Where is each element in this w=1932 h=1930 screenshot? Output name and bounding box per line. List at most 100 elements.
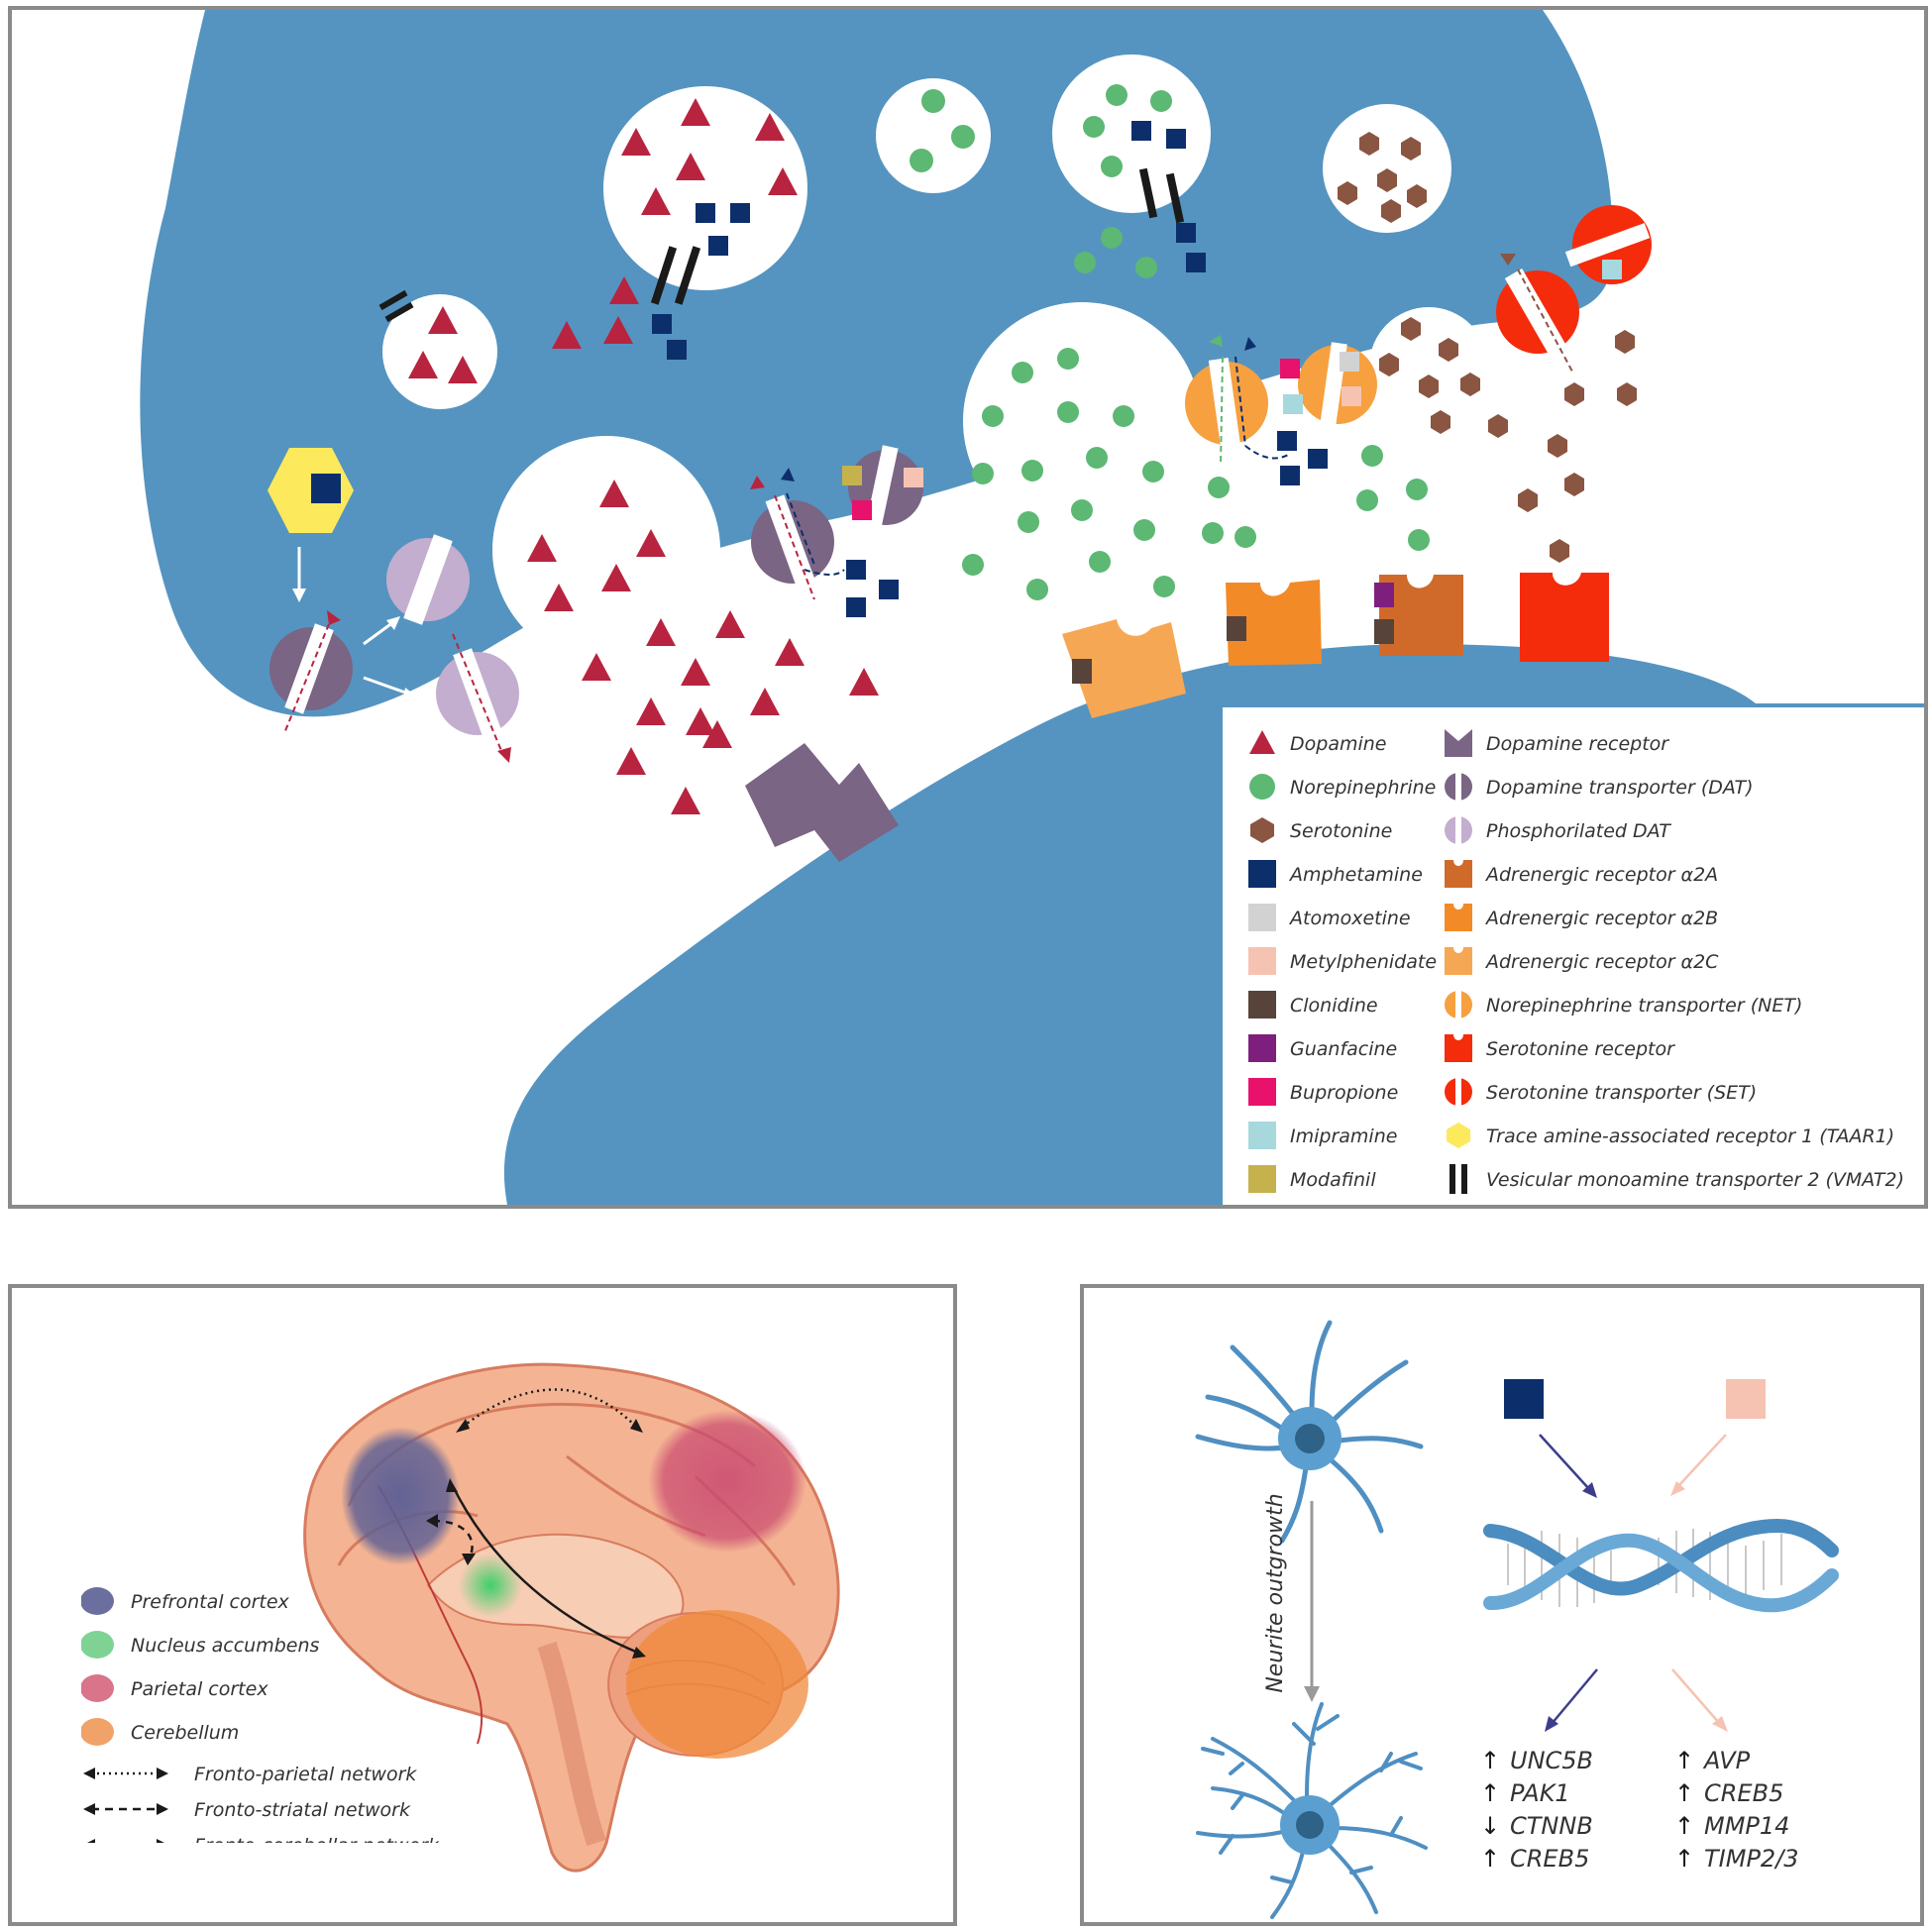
legend-label: Vesicular monoamine transporter 2 (VMAT2…	[1486, 1169, 1904, 1191]
gene-expression-panel: Neurite outgrowth	[1080, 1284, 1924, 1926]
legend-item-bupropione: Bupropione	[1248, 1078, 1398, 1106]
cerebellum-region	[626, 1610, 808, 1759]
square-icon	[1248, 1078, 1276, 1106]
legend-label: Adrenergic receptor α2B	[1484, 908, 1718, 929]
legend-label: Norepinephrine	[1290, 777, 1436, 799]
legend-label: Bupropione	[1290, 1082, 1398, 1104]
legend-item-modafinil: Modafinil	[1248, 1165, 1376, 1193]
legend-label: Dopamine transporter (DAT)	[1486, 777, 1754, 799]
square-icon	[1248, 1165, 1276, 1193]
legend-item-imipramine: Imipramine	[1248, 1122, 1397, 1149]
arrow-up-icon: ↑	[1480, 1747, 1500, 1774]
legend-item-adrenergic-receptor-2b: Adrenergic receptor α2B	[1445, 904, 1718, 931]
square-icon	[1248, 860, 1276, 888]
legend-label: Fronto-parietal network	[194, 1764, 417, 1785]
serotonine-receptor	[1520, 573, 1609, 662]
legend-label: Serotonine	[1290, 820, 1392, 842]
nucleus-accumbens-region	[459, 1554, 522, 1617]
legend-item-norepinephrine-transporter-net: Norepinephrine transporter (NET)	[1445, 990, 1802, 1019]
arrow-down-icon: ↓	[1480, 1812, 1500, 1840]
legend-label: Fronto-striatal network	[194, 1799, 411, 1821]
fronto-parietal-arrow	[462, 1388, 637, 1428]
legend-item-amphetamine: Amphetamine	[1248, 860, 1423, 888]
legend-label: Amphetamine	[1288, 864, 1423, 886]
gene-mmp14: MMP14	[1704, 1812, 1789, 1840]
adrenergic-receptor-a2a	[1374, 575, 1463, 656]
norepinephrine-transporter	[1185, 335, 1377, 467]
prefrontal-cortex-region	[341, 1427, 460, 1565]
receptor-notch-icon	[1445, 904, 1472, 931]
dopamine-vesicle-large	[603, 86, 807, 305]
legend-item-guanfacine: Guanfacine	[1248, 1034, 1397, 1062]
brain-legend-fronto-parietal-network: Fronto-parietal network	[83, 1764, 417, 1785]
legend-label: Metylphenidate	[1290, 951, 1437, 973]
legend-label: Cerebellum	[131, 1722, 239, 1744]
brain-legend-fronto-cerebellar-network: Fronto-cerebellar network	[87, 1835, 440, 1843]
region-swatch-icon	[81, 1718, 114, 1746]
arrow-up-icon: ↑	[1674, 1812, 1694, 1840]
legend-item-dopamine: Dopamine	[1249, 730, 1386, 755]
arrow-up-icon: ↑	[1674, 1747, 1694, 1774]
gene-unc5b: UNC5B	[1510, 1747, 1593, 1774]
brain-legend-nucleus-accumbens: Nucleus accumbens	[81, 1631, 320, 1659]
circle-icon	[1249, 774, 1275, 800]
neurite-outgrowth-label: Neurite outgrowth	[1263, 1493, 1288, 1692]
neuron-after-icon	[1196, 1702, 1428, 1919]
hexagon-icon	[1447, 1123, 1470, 1148]
region-swatch-icon	[81, 1587, 114, 1615]
gene-illustration: Neurite outgrowth	[1195, 1320, 1839, 1919]
legend-label: Phosphorilated DAT	[1486, 820, 1671, 842]
gene-lists: ↑UNC5B↑PAK1↓CTNNB↑CREB5↑AVP↑CREB5↑MMP14↑…	[1480, 1747, 1799, 1873]
serotonine-transporter	[1496, 205, 1652, 373]
legend-item-norepinephrine: Norepinephrine	[1249, 774, 1436, 800]
legend-item-serotonine-receptor: Serotonine receptor	[1445, 1034, 1675, 1062]
dopamine-transporter-left	[269, 610, 353, 734]
triangle-icon	[1249, 730, 1275, 754]
legend-item-dopamine-receptor: Dopamine receptor	[1445, 729, 1669, 757]
square-icon	[1248, 1034, 1276, 1062]
adrenergic-receptor-a2c	[1062, 619, 1186, 718]
legend-label: Adrenergic receptor α2C	[1484, 951, 1719, 973]
legend-item-serotonine: Serotonine	[1250, 817, 1392, 843]
metylphenidate-square	[1726, 1379, 1766, 1419]
split-circle-icon	[1445, 772, 1472, 802]
legend-item-dopamine-transporter-dat: Dopamine transporter (DAT)	[1445, 772, 1754, 802]
fronto-cerebellar-arrow	[451, 1485, 639, 1655]
parietal-cortex-region	[648, 1410, 806, 1553]
legend-label: Nucleus accumbens	[131, 1635, 320, 1657]
legend-label: Serotonine receptor	[1486, 1038, 1675, 1060]
dna-helix-icon	[1483, 1518, 1839, 1613]
legend-label: Modafinil	[1290, 1169, 1376, 1191]
receptor-notch-icon	[1445, 1034, 1472, 1062]
legend-label: Trace amine-associated receptor 1 (TAAR1…	[1486, 1126, 1894, 1147]
arrow-up-icon: ↑	[1674, 1845, 1694, 1873]
brain-illustration	[303, 1362, 840, 1873]
norepinephrine-vesicle	[876, 78, 991, 193]
gene-ctnnb: CTNNB	[1510, 1812, 1593, 1840]
taar1-receptor	[268, 448, 354, 602]
phosphorylated-dat-upper	[386, 534, 470, 625]
brain-legend-parietal-cortex: Parietal cortex	[81, 1674, 268, 1702]
dopamine-vesicle-small	[378, 289, 497, 409]
norepinephrine-vesicle-vmat	[1052, 54, 1211, 224]
adrenergic-receptor-a2b	[1226, 580, 1322, 666]
square-icon	[1248, 947, 1276, 975]
double-bar-icon	[1449, 1164, 1467, 1194]
dopamine-receptor	[745, 743, 899, 862]
legend-label: Imipramine	[1290, 1126, 1397, 1147]
split-circle-icon	[1445, 815, 1472, 845]
legend-label: Dopamine receptor	[1486, 733, 1669, 755]
legend-label: Prefrontal cortex	[131, 1591, 290, 1613]
gene-timp2-3: TIMP2/3	[1704, 1845, 1799, 1873]
legend-label: Adrenergic receptor α2A	[1484, 864, 1718, 886]
legend-item-vesicular-monoamine-transporter-2-vmat2: Vesicular monoamine transporter 2 (VMAT2…	[1449, 1164, 1904, 1194]
brain-legend-fronto-striatal-network: Fronto-striatal network	[83, 1799, 411, 1821]
synapse-legend-svg: DopamineNorepinephrineSerotonineAmphetam…	[1248, 729, 1904, 1194]
legend-label: Clonidine	[1290, 995, 1378, 1017]
legend-item-adrenergic-receptor-2a: Adrenergic receptor α2A	[1445, 860, 1718, 888]
arrow-up-icon: ↑	[1480, 1845, 1500, 1873]
arrow-up-icon: ↑	[1480, 1779, 1500, 1807]
